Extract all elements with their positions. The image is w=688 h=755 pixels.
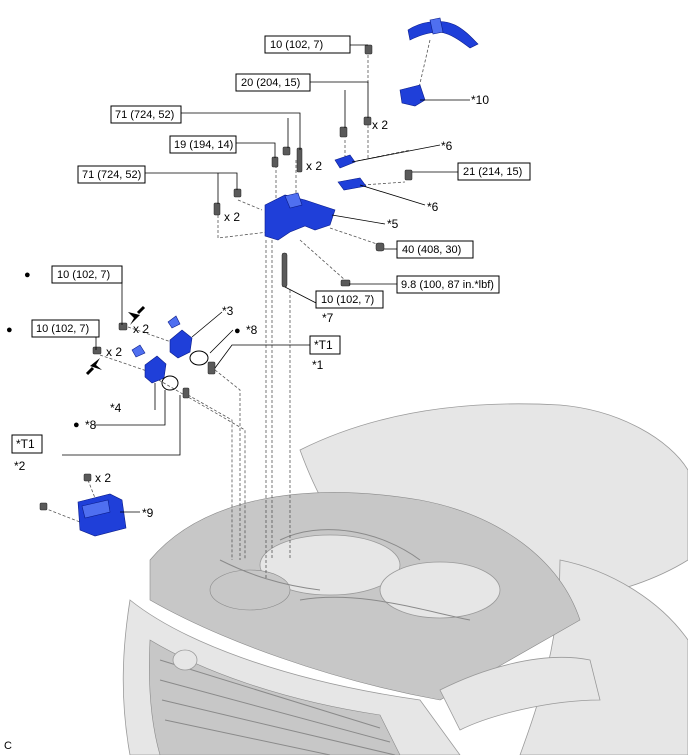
part-7-rod [281, 252, 288, 288]
leader-lines [62, 44, 470, 513]
bullet-1: ● [24, 269, 31, 281]
tool-box-t1-lower [11, 434, 43, 454]
torque-box-11 [31, 319, 100, 338]
front-grille [149, 639, 401, 755]
torque-spec-boxes: 10 (102, 7) 20 (204, 15) 71 (724, 52) 19… [31, 35, 531, 338]
callout-2: *2 [14, 459, 26, 473]
torque-box-5 [77, 165, 146, 184]
figure-code: C [4, 740, 12, 752]
callout-8a: *8 [246, 323, 258, 337]
quantity-marks: x 2 x 2 x 2 x 2 x 2 x 2 [95, 118, 388, 485]
callout-9: *9 [142, 506, 154, 520]
quantity-mark-3: x 2 [224, 210, 240, 224]
part-10 [399, 84, 426, 107]
callout-1: *1 [312, 358, 324, 372]
tool-box-t1-upper [309, 335, 341, 355]
alignment-lines [43, 39, 431, 580]
part-9-module-face [81, 499, 111, 519]
callout-10: *10 [471, 93, 489, 107]
tool-label-t1-lower: *T1 [16, 437, 35, 451]
torque-box-1 [264, 35, 351, 54]
arrow-indicator-2 [90, 358, 102, 370]
torque-box-10 [51, 265, 123, 284]
part-3-clip [167, 315, 181, 329]
quantity-mark-2: x 2 [306, 159, 322, 173]
torque-box-4 [169, 135, 237, 154]
part-6-lower [337, 177, 367, 191]
quantity-mark-6: x 2 [95, 471, 111, 485]
callout-8b: *8 [85, 418, 97, 432]
torque-label-7: 40 (408, 30) [402, 244, 461, 256]
vehicle-illustration [122, 403, 688, 755]
torque-label-8: 9.8 (100, 87 in.*lbf) [401, 279, 494, 291]
hose-part [407, 21, 479, 49]
engine-component-3 [209, 569, 291, 611]
torque-label-2: 20 (204, 15) [241, 77, 300, 89]
torque-label-11: 10 (102, 7) [36, 323, 89, 335]
bullet-4: ● [73, 419, 80, 431]
callout-4: *4 [110, 401, 122, 415]
engine-hoses [219, 529, 471, 621]
tool-boxes: *T1 *T1 [11, 335, 341, 454]
arrow-indicator-1-tail [136, 305, 146, 315]
callout-6b: *6 [427, 200, 439, 214]
tool-label-t1-upper: *T1 [314, 338, 333, 352]
quantity-mark-5: x 2 [106, 345, 122, 359]
headlight [439, 657, 601, 731]
torque-box-6 [457, 162, 531, 181]
part-6-upper [334, 154, 356, 169]
o-ring-8a [189, 350, 209, 366]
bullet-marks: ● ● ● ● [6, 269, 241, 431]
torque-box-7 [396, 240, 474, 259]
torque-box-2 [235, 73, 311, 92]
part-5-bracket-top [284, 192, 303, 209]
torque-label-9: 10 (102, 7) [321, 294, 374, 306]
callout-5: *5 [387, 217, 399, 231]
torque-label-3: 71 (724, 52) [115, 109, 174, 121]
torque-label-5: 71 (724, 52) [82, 169, 141, 181]
bullet-2: ● [6, 324, 13, 336]
arrow-indicator-1 [128, 312, 140, 325]
part-4-clip [131, 344, 146, 358]
emblem [172, 649, 198, 671]
bolts [39, 44, 413, 511]
torque-label-6: 21 (214, 15) [463, 166, 522, 178]
part-3 [169, 329, 193, 359]
o-ring-8b [161, 375, 179, 391]
parts [39, 17, 479, 537]
torque-label-4: 19 (194, 14) [174, 139, 233, 151]
torque-box-3 [110, 105, 182, 124]
bullet-3: ● [234, 325, 241, 337]
engine-component-2 [379, 561, 501, 619]
quantity-mark-4: x 2 [133, 322, 149, 336]
callout-6a: *6 [441, 139, 453, 153]
torque-box-8 [396, 275, 500, 294]
arrow-indicator-2-tail [85, 366, 95, 376]
quantity-mark-1: x 2 [372, 118, 388, 132]
callout-7: *7 [322, 311, 334, 325]
part-callouts: *10 *6 *6 *5 *7 *3 *8 *1 *4 *8 *2 *9 [14, 93, 489, 520]
hose-part-end [429, 17, 444, 35]
torque-label-10: 10 (102, 7) [57, 269, 110, 281]
engine-bay [149, 492, 581, 701]
part-5-bracket [264, 194, 336, 241]
torque-box-9 [315, 290, 384, 309]
engine-component-1 [259, 534, 401, 596]
torque-label-1: 10 (102, 7) [270, 39, 323, 51]
callout-3: *3 [222, 304, 234, 318]
grille-slats [159, 659, 396, 755]
